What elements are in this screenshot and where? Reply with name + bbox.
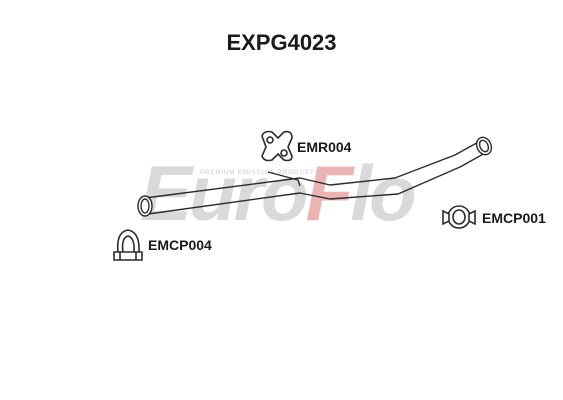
clamp-emcp001-icon [442,205,476,229]
watermark-euro: Euro [140,149,309,237]
part-number-title: EXPG4023 [226,30,337,55]
watermark-lo: lo [350,149,416,237]
clamp-emcp004-icon [113,229,143,261]
watermark-logo: EuroFlo [140,148,417,239]
hanger-label: EMR004 [297,139,352,155]
rubber-hanger-icon [261,130,293,162]
exhaust-pipe [137,136,493,217]
watermark-f: F [305,149,354,237]
watermark-tagline: PREMIUM EMISSION PRODUCTS [200,170,320,176]
clamp-right-label: EMCP001 [482,210,546,226]
clamp-left-label: EMCP004 [148,237,212,253]
